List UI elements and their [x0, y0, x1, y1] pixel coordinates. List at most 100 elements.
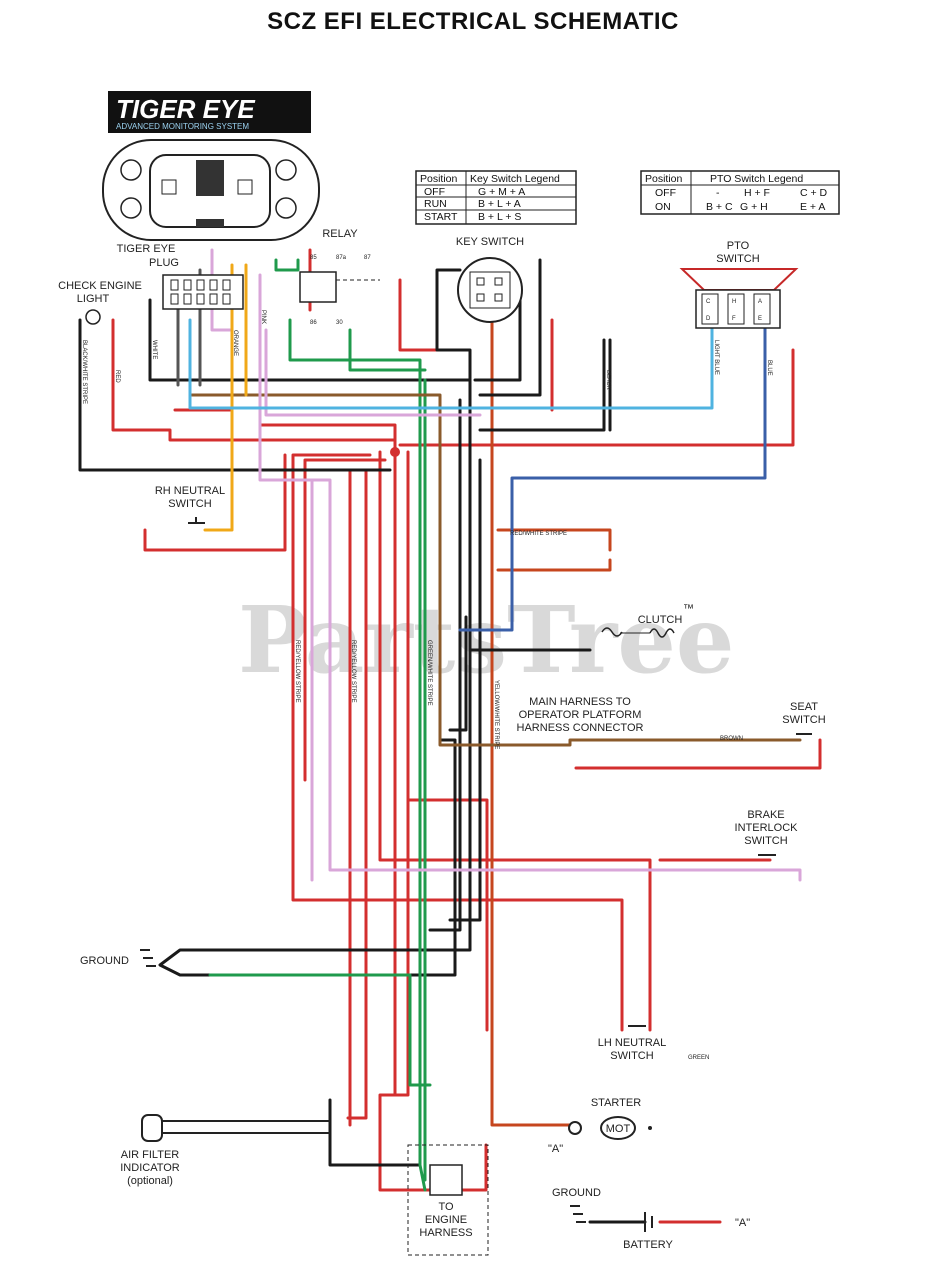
relay-label: RELAY	[322, 228, 358, 240]
lh-neutral-label-1: LH NEUTRAL	[598, 1037, 666, 1049]
pto-pin-f: F	[732, 316, 736, 322]
wire-label-red-yellow-2: RED/YELLOW STRIPE	[294, 640, 300, 703]
key-switch: KEY SWITCH	[456, 236, 524, 323]
starter-terminal-label: "A"	[548, 1143, 563, 1155]
tiger-eye-plug: TIGER EYE PLUG	[117, 243, 244, 310]
key-legend-start: START	[424, 211, 458, 223]
tiger-eye-plug-label-1: TIGER EYE	[117, 243, 176, 255]
main-harness-label-1: MAIN HARNESS TO	[529, 696, 631, 708]
relay-pin-85: 85	[310, 255, 317, 261]
pto-legend-off-1: -	[716, 187, 720, 199]
air-filter-label-3: (optional)	[127, 1175, 173, 1187]
key-legend-off: OFF	[424, 186, 445, 198]
starter-motor-label: MOT	[606, 1123, 631, 1135]
air-filter-indicator: AIR FILTER INDICATOR (optional)	[120, 1114, 330, 1187]
tiger-eye-plug-label-2: PLUG	[149, 257, 179, 269]
pto-pin-h: H	[732, 299, 736, 305]
key-legend-header-position: Position	[420, 173, 458, 185]
pto-pin-a: A	[758, 299, 762, 305]
starter: STARTER MOT "A"	[548, 1097, 652, 1155]
main-harness-label-3: HARNESS CONNECTOR	[517, 722, 644, 734]
pto-legend-off-3: C + D	[800, 187, 828, 199]
battery: BATTERY "A"	[623, 1212, 750, 1251]
wire-label-red-yellow-1: RED/YELLOW STRIPE	[350, 640, 356, 703]
wire-label-pink: PINK	[260, 310, 266, 324]
ground-bottom: GROUND	[552, 1187, 601, 1223]
pto-pin-e: E	[758, 316, 762, 322]
main-harness-label-2: OPERATOR PLATFORM	[519, 709, 642, 721]
key-legend-run: RUN	[424, 198, 447, 210]
pto-pin-d: D	[706, 316, 711, 322]
pto-legend-header-title: PTO Switch Legend	[710, 173, 803, 185]
key-switch-legend: Position Key Switch Legend OFF G + M + A…	[415, 170, 577, 225]
key-legend-run-value: B + L + A	[478, 198, 521, 210]
pto-legend-on-3: E + A	[800, 201, 825, 213]
engine-harness-label-2: ENGINE	[425, 1214, 467, 1226]
key-legend-header-title: Key Switch Legend	[470, 173, 560, 185]
tiger-eye-logo: TIGER EYE ADVANCED MONITORING SYSTEM	[108, 91, 311, 133]
wire-label-red-white: RED/WHITE STRIPE	[510, 531, 567, 537]
pto-legend-on: ON	[655, 201, 671, 213]
clutch: CLUTCH	[601, 614, 683, 638]
pto-switch: PTO SWITCH C D H F A E	[679, 240, 799, 329]
wire-label-blue: BLUE	[766, 360, 772, 376]
battery-label: BATTERY	[623, 1239, 673, 1251]
seat-switch: SEAT SWITCH	[782, 701, 826, 735]
junction-node	[390, 447, 400, 457]
wire-label-red: RED	[114, 370, 120, 383]
relay: RELAY 85 87a 87 86 30	[299, 228, 380, 326]
battery-terminal-label: "A"	[735, 1217, 750, 1229]
brake-label-1: BRAKE	[747, 809, 784, 821]
lh-neutral-label-2: SWITCH	[610, 1050, 653, 1062]
monitor-display-icon	[102, 139, 320, 241]
wire-label-yellow-white: YELLOW/WHITE STRIPE	[493, 680, 499, 749]
brake-label-3: SWITCH	[744, 835, 787, 847]
relay-pin-86: 86	[310, 320, 317, 326]
wire-label-black: BLACK	[605, 370, 611, 390]
logo-tagline: ADVANCED MONITORING SYSTEM	[116, 122, 249, 131]
pto-pin-c: C	[706, 299, 711, 305]
wire-label-light-blue: LIGHT BLUE	[713, 340, 719, 375]
lh-neutral-switch: LH NEUTRAL SWITCH	[598, 1025, 666, 1062]
pto-legend-off: OFF	[655, 187, 676, 199]
watermark: PartsTree	[238, 586, 734, 694]
logo-brand: TIGER EYE	[116, 94, 255, 124]
relay-pin-87: 87	[364, 255, 371, 261]
key-legend-start-value: B + L + S	[478, 211, 521, 223]
ground-bottom-label: GROUND	[552, 1187, 601, 1199]
wire-label-orange: ORANGE	[232, 330, 238, 356]
clutch-label: CLUTCH	[638, 614, 683, 626]
trademark-symbol: ™	[683, 603, 694, 615]
rh-neutral-label-2: SWITCH	[168, 498, 211, 510]
wire-label-black-white: BLACK/WHITE STRIPE	[81, 340, 87, 404]
page-title: SCZ EFI ELECTRICAL SCHEMATIC	[267, 8, 679, 35]
starter-label: STARTER	[591, 1097, 641, 1109]
brake-interlock-switch: BRAKE INTERLOCK SWITCH	[735, 809, 799, 856]
wire-labels: WHITE RED BLACK/WHITE STRIPE ORANGE PINK…	[81, 310, 772, 1061]
brake-label-2: INTERLOCK	[735, 822, 799, 834]
pto-legend-on-1: B + C	[706, 201, 733, 213]
wire-label-white: WHITE	[151, 340, 157, 359]
engine-harness: TO ENGINE HARNESS	[407, 1144, 489, 1256]
engine-harness-label-3: HARNESS	[419, 1227, 472, 1239]
rh-neutral-switch: RH NEUTRAL SWITCH	[155, 485, 225, 524]
pto-legend-header-position: Position	[645, 173, 683, 185]
key-switch-label: KEY SWITCH	[456, 236, 524, 248]
pto-switch-legend: Position PTO Switch Legend OFF - H + F C…	[640, 170, 840, 215]
wires	[78, 248, 822, 1224]
check-engine-label-2: LIGHT	[77, 293, 110, 305]
relay-pin-30: 30	[336, 320, 343, 326]
wire-label-green-white: GREEN/WHITE STRIPE	[426, 640, 432, 706]
pto-legend-off-2: H + F	[744, 187, 770, 199]
pto-legend-on-2: G + H	[740, 201, 768, 213]
ground-left: GROUND	[80, 949, 156, 967]
seat-switch-label-2: SWITCH	[782, 714, 825, 726]
check-engine-label-1: CHECK ENGINE	[58, 280, 142, 292]
check-engine-light: CHECK ENGINE LIGHT	[58, 280, 142, 325]
air-filter-label-2: INDICATOR	[120, 1162, 180, 1174]
wire-label-green: GREEN	[688, 1055, 709, 1061]
wire-label-brown: BROWN	[720, 736, 743, 742]
main-harness-connector: MAIN HARNESS TO OPERATOR PLATFORM HARNES…	[517, 696, 644, 734]
engine-harness-label-1: TO	[438, 1201, 454, 1213]
